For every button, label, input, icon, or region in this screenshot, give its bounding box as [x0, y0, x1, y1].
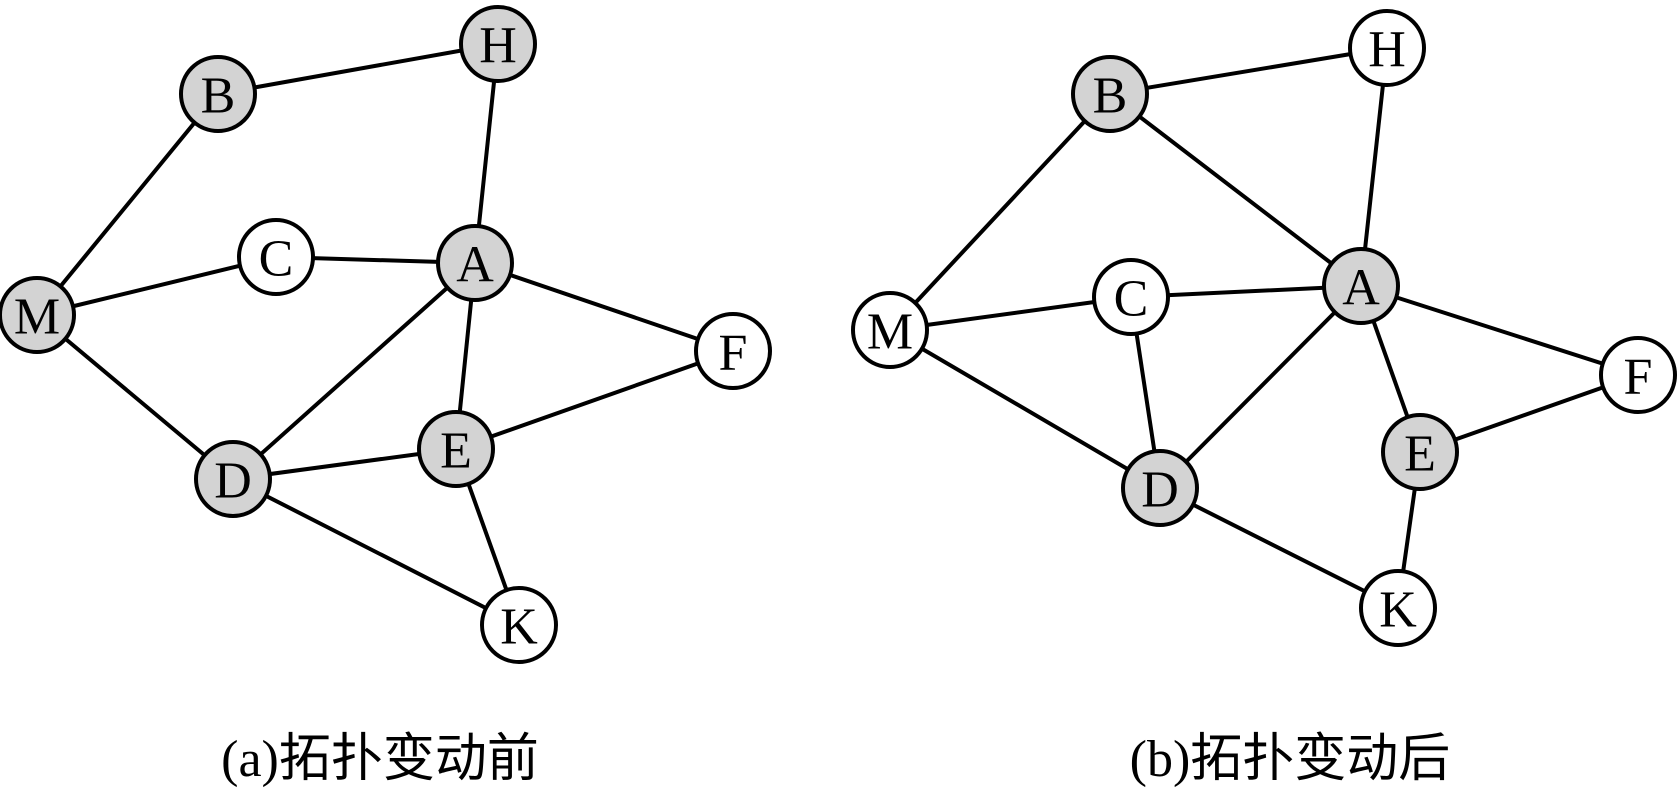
node-label: K — [1379, 582, 1417, 639]
node-circle — [0, 276, 76, 354]
node-label: H — [1368, 22, 1406, 79]
node-label: D — [1141, 462, 1179, 519]
node-label: H — [479, 18, 517, 75]
node-label: C — [1114, 271, 1149, 328]
diagram-before-change: M B H C A F D E K (a)拓扑变动前 — [0, 5, 772, 788]
node-circle — [694, 312, 772, 390]
node-label: K — [500, 599, 538, 656]
node-m: M — [0, 276, 76, 354]
node-a: A — [1322, 247, 1400, 325]
node-group: M B H C A F D E K — [0, 5, 772, 664]
node-label: B — [201, 68, 236, 125]
node-circle — [1322, 247, 1400, 325]
edge-a-d — [231, 261, 477, 481]
node-e: E — [1381, 413, 1459, 491]
edge-a-d — [1158, 284, 1363, 490]
edge-d-k — [231, 477, 521, 627]
node-label: E — [1404, 426, 1436, 483]
node-circle — [237, 218, 315, 296]
node-m: M — [851, 291, 929, 369]
node-circle — [1359, 569, 1437, 647]
node-d: D — [194, 440, 272, 518]
node-circle — [1599, 336, 1677, 414]
node-circle — [1092, 258, 1170, 336]
node-circle — [1121, 449, 1199, 527]
edge-group — [888, 46, 1640, 610]
node-label: C — [259, 231, 294, 288]
node-circle — [436, 224, 514, 302]
node-circle — [459, 5, 537, 83]
node-k: K — [480, 586, 558, 664]
node-e: E — [417, 410, 495, 488]
edge-e-f — [454, 349, 735, 451]
node-circle — [417, 410, 495, 488]
node-a: A — [436, 224, 514, 302]
node-label: F — [719, 325, 748, 382]
node-h: H — [459, 5, 537, 83]
node-label: M — [867, 304, 913, 361]
node-group: M B H C A F D E K — [851, 9, 1677, 647]
edge-a-f — [1359, 284, 1640, 377]
node-label: E — [440, 423, 472, 480]
caption-after-change: (b)拓扑变动后 — [1130, 731, 1451, 788]
diagram-after-change: M B H C A F D E K (b)拓扑变动后 — [851, 9, 1677, 788]
edge-b-h — [216, 42, 500, 96]
node-k: K — [1359, 569, 1437, 647]
edge-m-d — [35, 313, 235, 481]
edge-group — [35, 42, 735, 627]
caption-before-change: (a)拓扑变动前 — [221, 731, 539, 788]
node-f: F — [694, 312, 772, 390]
node-c: C — [237, 218, 315, 296]
node-circle — [1348, 9, 1426, 87]
edge-b-m — [888, 92, 1112, 332]
node-b: B — [1071, 55, 1149, 133]
edge-b-a — [1108, 92, 1363, 288]
node-circle — [1381, 413, 1459, 491]
edge-m-d — [888, 328, 1162, 490]
node-circle — [179, 55, 257, 133]
edge-h-a — [1359, 46, 1389, 288]
edge-m-c — [888, 295, 1133, 332]
edge-d-k — [1158, 486, 1400, 610]
node-circle — [851, 291, 929, 369]
node-label: A — [456, 237, 494, 294]
node-label: B — [1093, 68, 1128, 125]
edge-m-c — [35, 255, 278, 317]
node-circle — [480, 586, 558, 664]
node-f: F — [1599, 336, 1677, 414]
node-d: D — [1121, 449, 1199, 527]
node-circle — [1071, 55, 1149, 133]
node-label: F — [1624, 349, 1653, 406]
node-label: M — [14, 289, 60, 346]
node-b: B — [179, 55, 257, 133]
edge-a-f — [473, 261, 735, 353]
node-circle — [194, 440, 272, 518]
edge-b-h — [1108, 46, 1389, 96]
node-c: C — [1092, 258, 1170, 336]
node-label: D — [214, 453, 252, 510]
node-h: H — [1348, 9, 1426, 87]
node-label: A — [1342, 260, 1380, 317]
edge-b-m — [35, 92, 220, 317]
